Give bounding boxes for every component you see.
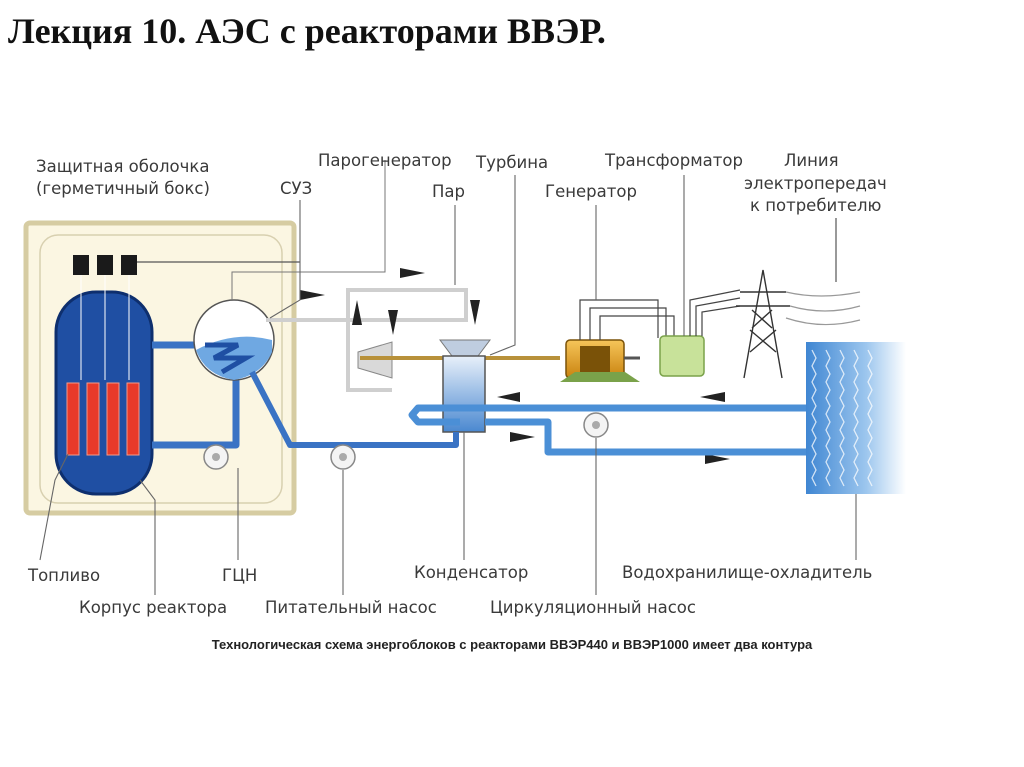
cooling-reservoir xyxy=(806,342,906,494)
label-cooling-reservoir: Водохранилище-охладитель xyxy=(622,563,872,582)
label-circulation-pump: Циркуляционный насос xyxy=(490,598,696,617)
turbine xyxy=(357,339,560,379)
label-main-pump: ГЦН xyxy=(222,566,257,585)
steam-generator xyxy=(193,299,275,381)
generator xyxy=(560,299,675,382)
label-turbine: Турбина xyxy=(475,153,548,172)
control-rod-drives xyxy=(73,255,300,275)
slide-title: Лекция 10. АЭС с реакторами ВВЭР. xyxy=(8,11,606,51)
label-power-line-1: Линия xyxy=(784,151,839,170)
label-transformer: Трансформатор xyxy=(604,151,743,170)
power-line-tower xyxy=(736,269,790,379)
label-containment: Защитная оболочка xyxy=(36,157,209,176)
circulation-pump xyxy=(583,412,609,438)
fuel-rods xyxy=(66,382,140,456)
label-steam: Пар xyxy=(432,182,465,201)
steam-line xyxy=(266,288,468,392)
leader-lines xyxy=(39,175,857,595)
label-power-line-2: электропередач xyxy=(744,174,887,193)
label-power-line-3: к потребителю xyxy=(750,196,881,215)
power-line-wires xyxy=(785,218,861,326)
flow-arrows xyxy=(300,268,730,464)
feedwater-pipe xyxy=(249,370,459,448)
steam-line-outline xyxy=(231,160,386,300)
label-feed-pump: Питательный насос xyxy=(265,598,437,617)
label-condenser: Конденсатор xyxy=(414,563,528,582)
label-steam-generator: Парогенератор xyxy=(318,151,452,170)
transformer xyxy=(659,289,741,377)
diagram-caption: Технологическая схема энергоблоков с реа… xyxy=(211,637,813,652)
cooling-water-pipes xyxy=(408,404,810,456)
label-cps: СУЗ xyxy=(280,179,312,198)
label-generator: Генератор xyxy=(545,182,637,201)
label-reactor-vessel: Корпус реактора xyxy=(79,598,227,617)
label-fuel: Топливо xyxy=(27,566,100,585)
label-containment-sub: (герметичный бокс) xyxy=(36,179,210,198)
feed-pump xyxy=(330,444,356,470)
main-circulation-pump xyxy=(203,444,229,470)
